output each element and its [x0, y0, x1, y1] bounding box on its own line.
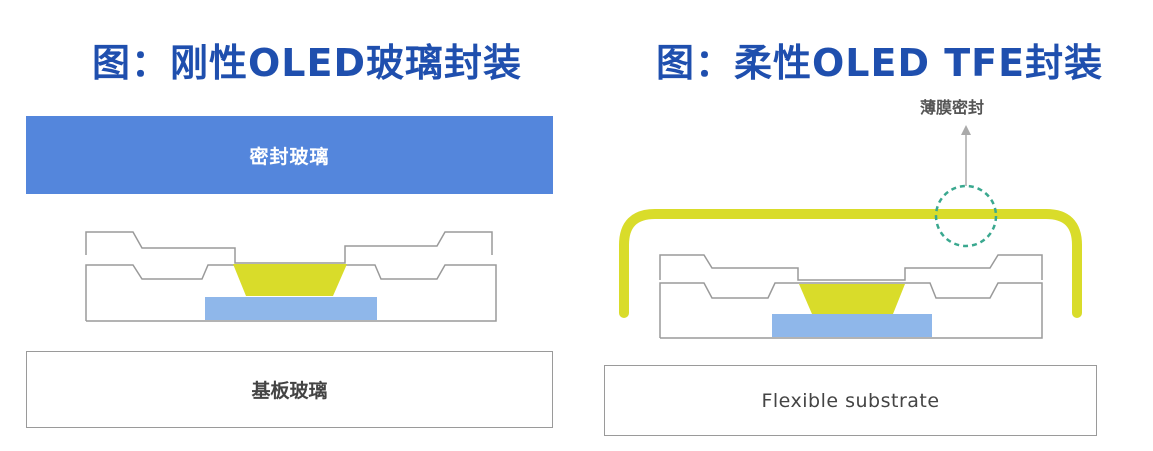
tfe-layer [619, 209, 1082, 318]
left-title: 图：刚性OLED玻璃封装 [92, 41, 523, 85]
flexible-substrate-layer: Flexible substrate [604, 365, 1097, 436]
callout-arrow-head [961, 125, 971, 135]
right-anode [772, 314, 932, 337]
right-title: 图：柔性OLED TFE封装 [656, 41, 1104, 85]
left-emitter [233, 264, 347, 296]
substrate-glass-label: 基板玻璃 [251, 380, 328, 402]
left-oled-stack [85, 231, 497, 322]
right-oled-stack [659, 254, 1043, 339]
substrate-glass-layer: 基板玻璃 [26, 351, 553, 428]
right-emitter [799, 284, 905, 314]
right-top-layer-outline [659, 254, 1043, 281]
right-lower-layer-outline [659, 282, 1043, 339]
tfe-callout-circle [934, 184, 998, 248]
left-anode [205, 297, 377, 320]
tfe-label: 薄膜密封 [920, 98, 985, 117]
seal-glass-label: 密封玻璃 [249, 145, 330, 168]
left-top-layer-outline [85, 231, 493, 264]
flexible-substrate-label: Flexible substrate [761, 389, 940, 412]
seal-glass-layer: 密封玻璃 [26, 116, 553, 194]
left-lower-layer-outline [85, 264, 497, 322]
